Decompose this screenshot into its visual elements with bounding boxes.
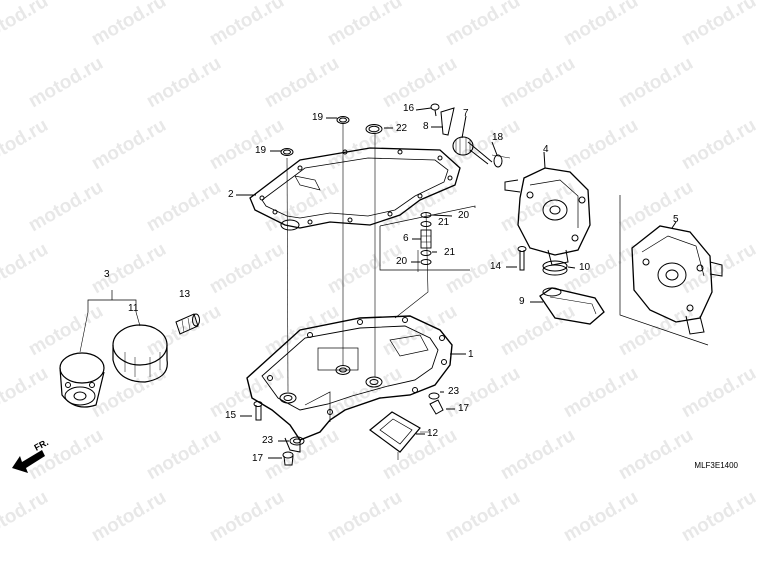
callout-20-top[interactable]: 20 — [458, 210, 470, 221]
callout-9[interactable]: 9 — [519, 296, 525, 307]
callout-19-left[interactable]: 19 — [255, 145, 267, 156]
oil-filter[interactable] — [112, 324, 168, 383]
oil-strainer[interactable] — [539, 287, 605, 325]
o-ring-19-left[interactable] — [280, 148, 294, 156]
callout-7[interactable]: 7 — [463, 108, 469, 119]
callout-20-bottom[interactable]: 20 — [396, 256, 408, 267]
pipe-13[interactable] — [175, 313, 200, 335]
washer-18[interactable] — [493, 154, 503, 168]
callout-12[interactable]: 12 — [427, 428, 439, 439]
oil-pump[interactable] — [504, 167, 591, 266]
filter-wrench[interactable] — [59, 352, 105, 408]
callout-5[interactable]: 5 — [673, 214, 679, 225]
oil-pan[interactable] — [246, 315, 453, 453]
bolt-14[interactable] — [517, 246, 527, 271]
bolt-17-right[interactable] — [429, 399, 444, 415]
scavenge-pump[interactable] — [631, 225, 723, 335]
callout-21-top[interactable]: 21 — [438, 217, 450, 228]
callout-19-top[interactable]: 19 — [312, 112, 324, 123]
o-ring-10[interactable] — [542, 260, 568, 276]
gasket-seal — [280, 219, 300, 231]
callout-17-right[interactable]: 17 — [458, 403, 470, 414]
diagram-code: MLF3E1400 — [694, 461, 738, 470]
callout-17-lower[interactable]: 17 — [252, 453, 264, 464]
callout-6[interactable]: 6 — [403, 233, 409, 244]
callout-8[interactable]: 8 — [423, 121, 429, 132]
plate-12[interactable] — [369, 411, 421, 453]
callout-11[interactable]: 11 — [128, 303, 139, 314]
plate-8[interactable] — [440, 107, 455, 136]
gear-7[interactable] — [452, 136, 493, 165]
bolt-16[interactable] — [430, 103, 440, 117]
front-arrow-icon — [12, 450, 45, 473]
callout-23-upper[interactable]: 23 — [448, 386, 460, 397]
callout-4[interactable]: 4 — [543, 144, 549, 155]
callout-18[interactable]: 18 — [492, 132, 504, 143]
callout-10[interactable]: 10 — [579, 262, 591, 273]
callout-23-lower[interactable]: 23 — [262, 435, 274, 446]
callout-13[interactable]: 13 — [179, 289, 191, 300]
o-ring-22[interactable] — [365, 124, 383, 134]
washer-23-upper[interactable] — [428, 392, 440, 400]
callout-1[interactable]: 1 — [468, 349, 474, 360]
callout-3[interactable]: 3 — [104, 269, 110, 280]
callout-16[interactable]: 16 — [403, 103, 415, 114]
callout-14[interactable]: 14 — [490, 261, 502, 272]
callout-2[interactable]: 2 — [228, 189, 234, 200]
callout-15[interactable]: 15 — [225, 410, 237, 421]
o-ring-19-top[interactable] — [336, 116, 350, 124]
callout-21-bottom[interactable]: 21 — [444, 247, 456, 258]
callout-22[interactable]: 22 — [396, 123, 408, 134]
bolt-15[interactable] — [253, 401, 263, 421]
washer-23-lower[interactable] — [289, 436, 305, 446]
drain-bolt-17[interactable] — [282, 451, 294, 466]
